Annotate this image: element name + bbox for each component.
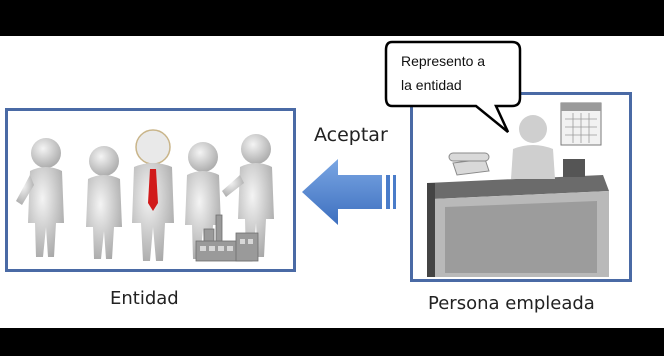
accept-label: Aceptar [314, 124, 388, 146]
employee-panel [410, 92, 632, 282]
person-figure [86, 146, 122, 259]
entity-panel [5, 108, 296, 272]
telephone-icon [448, 152, 490, 176]
left-arrow-icon [302, 159, 396, 225]
factory-icon [195, 214, 259, 262]
top-black-bar [0, 0, 664, 36]
speech-bubble-line2: la entidad [401, 77, 462, 93]
group-of-people-illustration [16, 129, 274, 262]
person-figure-boss [132, 129, 174, 261]
speech-bubble [384, 40, 522, 133]
employee-caption: Persona empleada [428, 293, 595, 314]
reception-desk [427, 175, 609, 277]
monitor [563, 159, 585, 177]
person-figure [16, 138, 64, 257]
employee-at-desk-illustration [427, 102, 609, 277]
entity-caption: Entidad [110, 288, 179, 309]
employee-figure [511, 115, 555, 179]
bottom-black-bar [0, 328, 664, 356]
calendar-icon [560, 102, 602, 146]
speech-bubble-line1: Represento a [401, 53, 486, 69]
